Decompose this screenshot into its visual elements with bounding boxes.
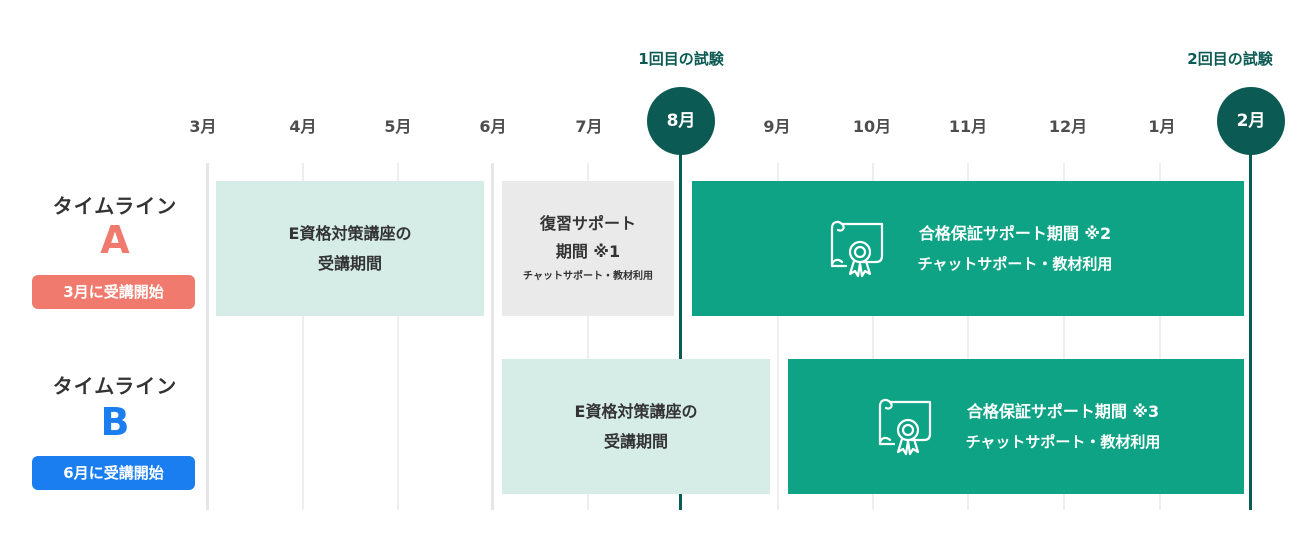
month-label: 6月 [479,117,507,136]
grid-line [872,163,874,510]
grid-line [1063,163,1065,510]
month-label: 3月 [189,117,217,136]
grid-line [777,163,779,510]
timeline-b-letter: B [100,400,130,444]
timeline-a-guarantee-box: 合格保証サポート期間 ※2 チャットサポート・教材利用 [692,181,1244,316]
guarantee-line-1: 合格保証サポート期間 ※2 [918,223,1112,243]
guarantee-text: 合格保証サポート期間 ※2 チャットサポート・教材利用 [918,219,1113,279]
exam-month-circle-1: 8月 [647,87,715,155]
exam-label-2: 2回目の試験 [1187,50,1273,68]
certificate-icon [830,220,883,277]
month-label: 7月 [575,117,603,136]
grid-line [397,163,399,510]
exam-line-1 [679,150,682,510]
timeline-b-guarantee-box: 合格保証サポート期間 ※3 チャットサポート・教材利用 [788,359,1244,494]
course-line-1: E資格対策講座の [574,401,698,421]
month-label: 11月 [948,117,988,136]
review-line-2: 期間 ※1 [555,241,621,261]
guarantee-line-2: チャットサポート・教材利用 [965,432,1161,451]
month-label: 10月 [852,117,892,136]
guarantee-line-1: 合格保証サポート期間 ※3 [966,401,1160,421]
review-line-3: チャットサポート・教材利用 [523,270,653,282]
timeline-a-title: タイムライン [52,194,178,218]
month-label: 9月 [763,117,791,136]
review-line-1: 復習サポート [539,213,636,233]
grid-line [206,163,209,510]
month-label: 4月 [289,117,317,136]
exam-line-2 [1249,150,1252,510]
exam-label-1: 1回目の試験 [638,50,724,68]
timeline-b-title: タイムライン [52,374,178,398]
grid-line [967,163,969,510]
month-label: 12月 [1048,117,1088,136]
guarantee-text: 合格保証サポート期間 ※3 チャットサポート・教材利用 [966,397,1161,457]
timeline-b-course-box: E資格対策講座の 受講期間 [502,359,770,494]
course-line-2: 受講期間 [603,431,668,451]
grid-line [1159,163,1161,510]
timeline-a-letter: A [100,218,130,262]
month-label: 1月 [1148,117,1176,136]
course-line-2: 受講期間 [317,253,382,273]
certificate-icon [878,398,931,455]
grid-line [491,163,494,510]
guarantee-line-2: チャットサポート・教材利用 [917,254,1113,273]
course-line-1: E資格対策講座の [288,223,412,243]
timeline-a-review-box: 復習サポート 期間 ※1 チャットサポート・教材利用 [502,181,674,316]
timeline-b-badge: 6月に受講開始 [32,456,195,490]
exam-month-circle-2: 2月 [1217,87,1285,155]
timeline-a-badge: 3月に受講開始 [32,275,195,309]
grid-line [587,163,589,510]
grid-line [302,163,304,510]
timeline-a-course-box: E資格対策講座の 受講期間 [216,181,484,316]
month-label: 5月 [384,117,412,136]
